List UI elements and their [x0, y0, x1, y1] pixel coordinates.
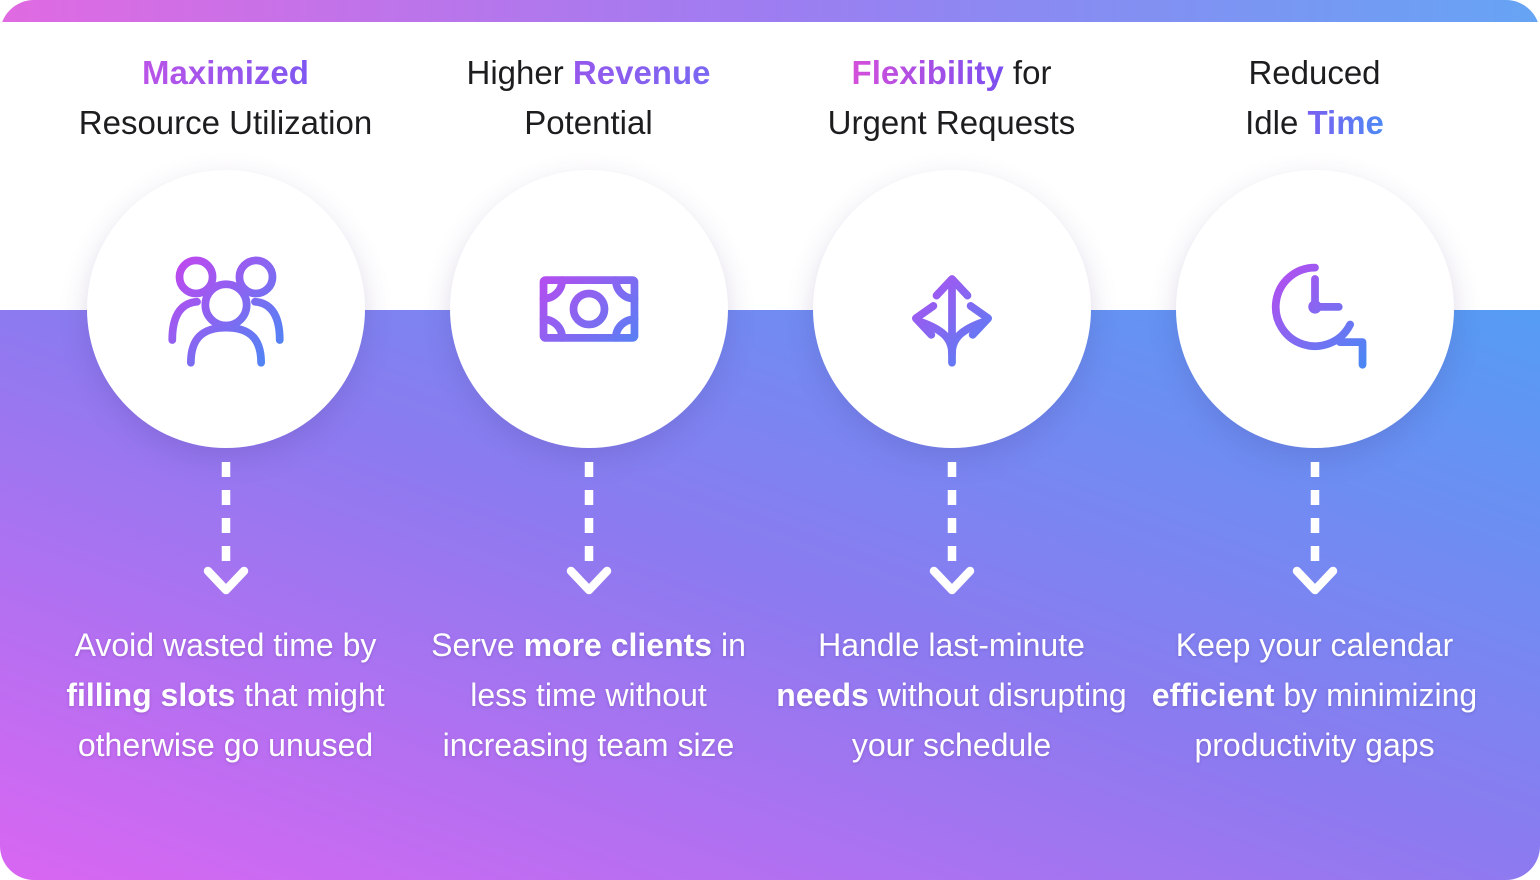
- people-group-icon: [167, 256, 284, 367]
- banknote-icon: [539, 276, 638, 342]
- column-title: Reduced Idle Time: [1245, 54, 1384, 141]
- gradient-top-strip: [0, 0, 1540, 22]
- column-title: Higher Revenue Potential: [466, 54, 711, 141]
- icon-circle: [449, 170, 728, 448]
- column-description: Handle last-minute needs without disrupt…: [776, 627, 1127, 763]
- column-maximized-resource-utilization: Maximized Resource Utilization: [44, 0, 407, 880]
- column-flexibility-urgent-requests: Flexibility for Urgent Requests: [770, 0, 1133, 880]
- down-dashed-arrow-icon: [1292, 462, 1337, 595]
- down-dashed-arrow-icon: [203, 462, 248, 595]
- column-higher-revenue-potential: Higher Revenue Potential: [407, 0, 770, 880]
- icon-circle: [86, 170, 365, 448]
- column-title: Flexibility for Urgent Requests: [827, 54, 1076, 141]
- column-reduced-idle-time: Reduced Idle Time: [1133, 0, 1496, 880]
- column-description: Avoid wasted time by filling slots that …: [66, 627, 385, 763]
- three-way-arrow-icon: [911, 275, 992, 367]
- down-dashed-arrow-icon: [929, 462, 974, 595]
- column-description: Keep your calendar efficient by minimizi…: [1151, 627, 1478, 763]
- icon-circle: [1175, 170, 1454, 448]
- clock-history-icon: [1271, 263, 1366, 369]
- icon-circle: [812, 170, 1091, 448]
- column-title: Maximized Resource Utilization: [78, 54, 373, 141]
- down-dashed-arrow-icon: [566, 462, 611, 595]
- column-description: Serve more clients in less time without …: [431, 627, 746, 763]
